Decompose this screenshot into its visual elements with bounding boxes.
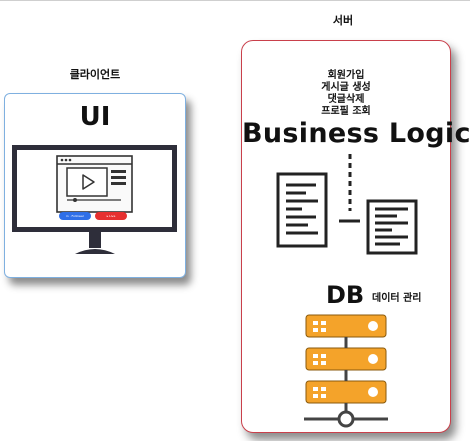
- business-logic-label: Business Logic: [242, 118, 470, 149]
- logic-diagram: [276, 154, 418, 428]
- feature-list: 회원가입 게시글 생성 댓글삭제 프로필 조회: [242, 70, 450, 118]
- server-title: 서버: [332, 14, 354, 27]
- db-caption: 데이터 관리: [372, 293, 422, 304]
- server-box: 회원가입 게시글 생성 댓글삭제 프로필 조회 Business Logic: [241, 40, 470, 433]
- db-label: DB: [326, 281, 365, 309]
- client-title: 클라이언트: [69, 68, 121, 81]
- document-icon: [366, 199, 418, 255]
- live-button-label: ▸ Live: [106, 214, 116, 218]
- feature-item: 프로필 조회: [321, 106, 371, 117]
- live-button: [95, 212, 127, 220]
- monitor-icon: [12, 145, 177, 254]
- ui-label: UI: [79, 102, 111, 132]
- document-icon: [276, 172, 328, 248]
- video-player-icon: [56, 155, 133, 213]
- feature-item: 게시글 생성: [321, 82, 371, 93]
- database-icon: [304, 314, 388, 428]
- follow-button-label: in · Follower: [65, 214, 85, 218]
- feature-item: 댓글삭제: [327, 94, 365, 105]
- top-divider: [0, 0, 470, 1]
- feature-item: 회원가입: [327, 70, 365, 81]
- client-box: UI in · Follower ▸ Live: [4, 93, 186, 278]
- follow-button: [59, 212, 91, 220]
